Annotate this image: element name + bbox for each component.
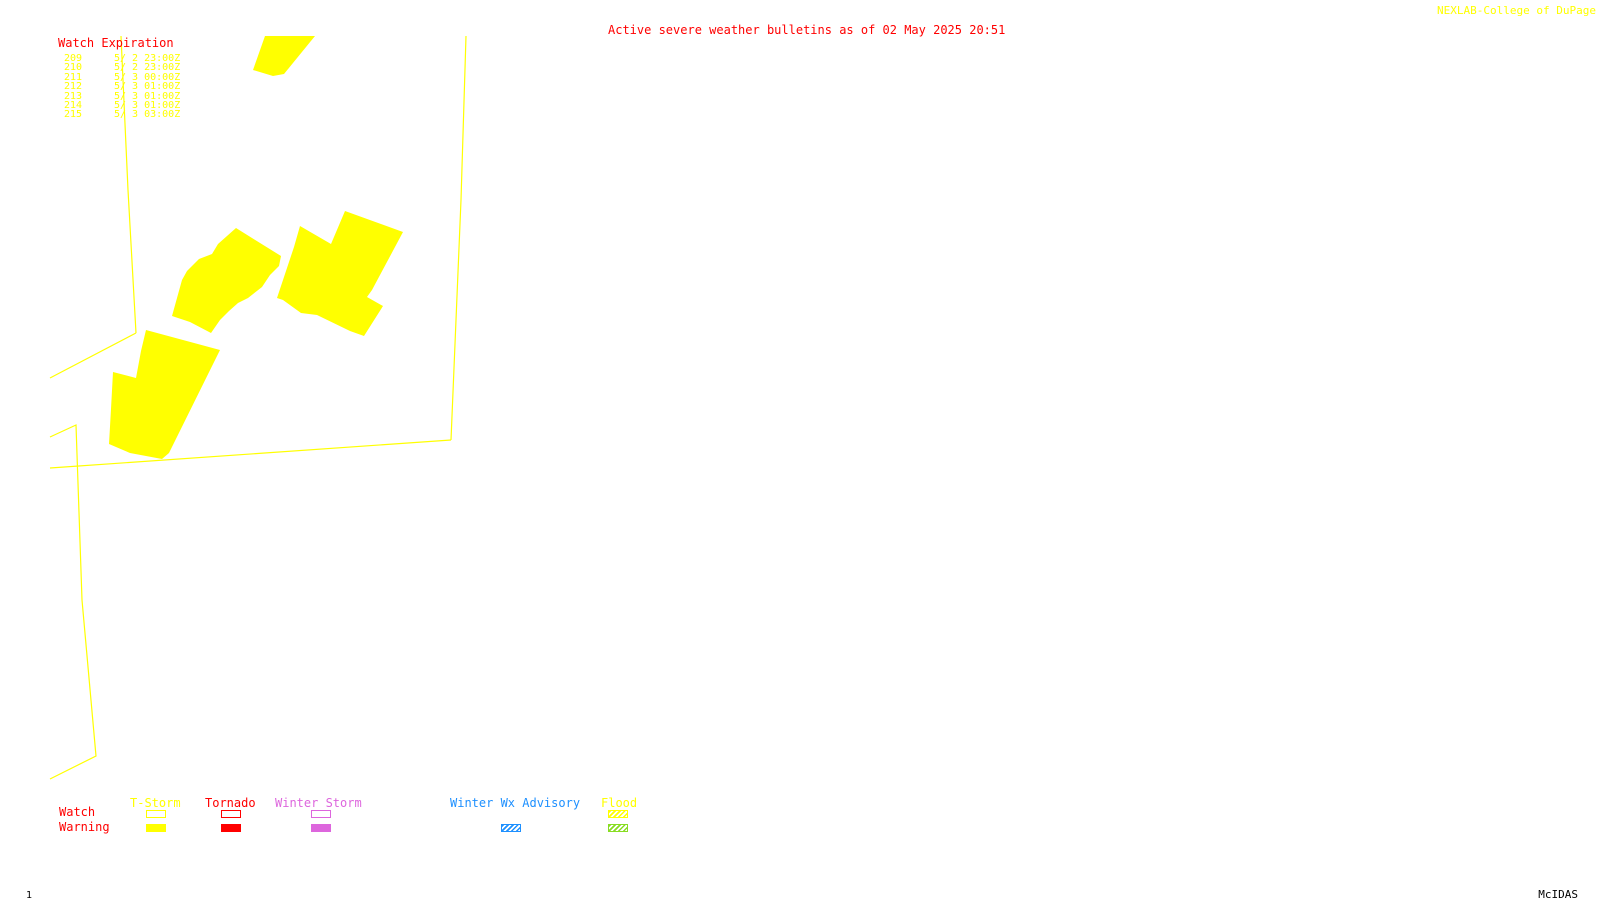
watch-number: 213	[64, 90, 83, 102]
swatch-tornado-watch	[221, 810, 241, 818]
software-label: McIDAS	[1538, 888, 1578, 901]
watch-expires: 5/ 3 01:00Z	[114, 90, 181, 102]
credit-label: NEXLAB-College of DuPage	[1437, 4, 1596, 17]
watch-expires: 5/ 2 23:00Z	[114, 62, 181, 74]
boundary-south-segment	[49, 439, 452, 469]
warning-polygon-north	[253, 36, 315, 76]
frame-number: 1	[26, 890, 33, 901]
watch-expiration-list: 209 5/ 2 23:00Z 210 5/ 2 23:00Z 211 5/ 3 00…	[64, 53, 181, 121]
watch-number: 209	[64, 53, 83, 64]
watch-row: 213 5/ 3 01:00Z	[64, 90, 181, 102]
watch-row: 215 5/ 3 03:00Z	[64, 109, 181, 121]
legend-watch-label: Watch	[59, 805, 96, 819]
legend-winter-storm-label: Winter Storm	[275, 796, 362, 810]
swatch-tstorm-watch	[146, 810, 166, 818]
swatch-tstorm-warning	[146, 824, 166, 832]
legend-winter-advisory-label: Winter Wx Advisory	[450, 796, 581, 810]
swatch-winter-storm-watch	[311, 810, 331, 818]
swatch-flood-warning	[608, 824, 628, 832]
watch-expires: 5/ 3 00:00Z	[114, 71, 181, 83]
swatch-winter-advisory	[501, 824, 521, 832]
watch-number: 210	[64, 62, 83, 74]
page-title: Active severe weather bulletins as of 02…	[608, 23, 1006, 37]
warning-polygon-west-center	[172, 228, 281, 333]
state-boundaries	[49, 35, 467, 780]
watch-number: 215	[64, 109, 83, 121]
boundary-north-segment	[120, 35, 137, 334]
swatch-flood-watch	[608, 810, 628, 818]
watch-expires: 5/ 3 01:00Z	[114, 81, 181, 93]
warning-polygon-east-center	[277, 211, 403, 336]
watch-row: 212 5/ 3 01:00Z	[64, 81, 181, 93]
watch-expires: 5/ 2 23:00Z	[114, 53, 181, 64]
legend-tstorm-label: T-Storm	[130, 796, 181, 810]
watch-row: 214 5/ 3 01:00Z	[64, 99, 181, 111]
warning-polygons	[109, 36, 403, 459]
warning-polygon-south	[109, 330, 220, 459]
legend-flood-label: Flood	[601, 796, 638, 810]
watch-row: 211 5/ 3 00:00Z	[64, 71, 181, 83]
watch-number: 212	[64, 81, 83, 93]
watch-expiration-heading: Watch Expiration	[58, 36, 174, 50]
swatch-tornado-warning	[221, 824, 241, 832]
legend-tornado-label: Tornado	[205, 796, 256, 810]
watch-expires: 5/ 3 03:00Z	[114, 109, 181, 121]
legend-warning-label: Warning	[59, 820, 110, 834]
boundary-east-segment	[450, 35, 467, 441]
watch-number: 211	[64, 71, 83, 83]
watch-row: 209 5/ 2 23:00Z	[64, 53, 181, 64]
swatch-winter-storm-warning	[311, 824, 331, 832]
boundary-southwest-segment	[49, 424, 97, 780]
watch-row: 210 5/ 2 23:00Z	[64, 62, 181, 74]
watch-number: 214	[64, 99, 83, 111]
boundary-diagonal-segment	[49, 332, 137, 379]
watch-expires: 5/ 3 01:00Z	[114, 99, 181, 111]
